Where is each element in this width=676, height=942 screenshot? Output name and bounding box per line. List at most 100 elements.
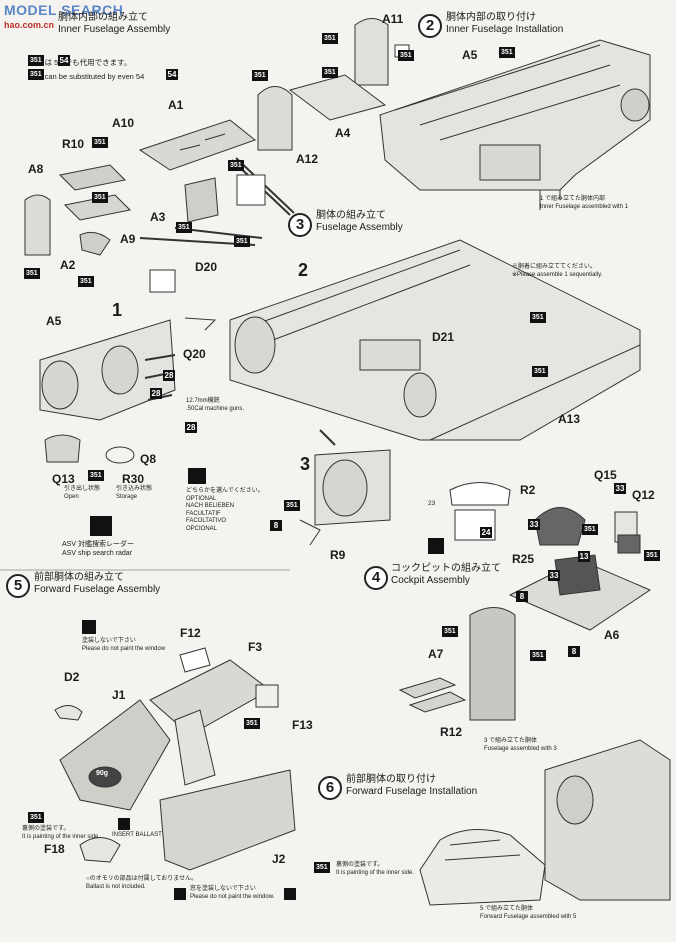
weight-label: 90g xyxy=(96,770,109,777)
step6-note-3: 3 で組み立てた胴体 Fuselage assembled with 3 xyxy=(484,738,557,753)
step6-note3-jp: 3 で組み立てた胴体 xyxy=(484,738,538,744)
no-paint-window-note-jp: 窓を塗装しないで下さい xyxy=(190,886,256,892)
star-icon xyxy=(428,538,444,554)
no-paint-icon xyxy=(82,620,96,634)
paint-badge-33: 33 xyxy=(528,519,540,530)
paint-badge-351: 351 xyxy=(92,192,108,203)
paint-badge-33: 33 xyxy=(548,570,560,581)
part-label-f13: F13 xyxy=(292,718,313,732)
paint-badge-8: 8 xyxy=(568,646,580,657)
part-label-f18: F18 xyxy=(44,842,65,856)
paint-badge-351: 351 xyxy=(228,160,244,171)
ballast-note-jp: ○のオモリの部品は付属しておりません。 xyxy=(86,876,198,882)
step3-note: ※胴着に組み立ててください。 ※Please assemble 1 sequen… xyxy=(512,264,602,279)
paint-badge-351: 351 xyxy=(28,55,44,66)
paint-badge-351: 351 xyxy=(314,862,330,873)
step4-heading: コックピットの組み立て Cockpit Assembly xyxy=(391,563,501,587)
part-label-r9: R9 xyxy=(330,548,346,562)
watermark-brand: MODEL SEARCH xyxy=(4,2,124,18)
step2-note-en: Inner Fuselage assembled with 1 xyxy=(540,203,629,210)
step5-heading: 前部胴体の組み立て Forward Fuselage Assembly xyxy=(34,572,160,596)
step-ref-2: 2 xyxy=(298,260,309,280)
step5-title-jp: 前部胴体の組み立て xyxy=(34,572,124,583)
step6-heading: 前部胴体の取り付け Forward Fuselage Installation xyxy=(346,774,477,798)
paint-badge-351: 351 xyxy=(532,366,548,377)
optional-note-es: OPCIONAL xyxy=(186,525,218,532)
optional-note-jp: どちらかを選んでください。 xyxy=(186,488,264,494)
mg-note: 12.7mm機銃 .50Cal machine guns. xyxy=(186,398,244,413)
paint-badge-351: 351 xyxy=(88,470,104,481)
substitution-note-jp: 351 は 54 でも代用できます。 xyxy=(30,58,132,67)
substitution-note: 351 は 54 でも代用できます。 351 can be substitute… xyxy=(30,56,144,84)
paint-badge-351: 351 xyxy=(92,137,108,148)
no-paint-window-note-en: Please do not paint the window. xyxy=(190,893,275,900)
step3-note-jp: ※胴着に組み立ててください。 xyxy=(512,264,596,270)
step3-note-en: ※Please assemble 1 sequentially. xyxy=(512,271,603,278)
paint-badge-23: 23 xyxy=(428,500,436,507)
paint-badge-351: 351 xyxy=(582,524,598,535)
paint-badge-8: 8 xyxy=(516,591,528,602)
paint-badge-351: 351 xyxy=(252,70,268,81)
part-label-a6: A6 xyxy=(604,628,620,642)
no-paint-note-en: Please do not paint the window xyxy=(82,645,166,652)
step1-heading: 胴体内部の組み立て Inner Fuselage Assembly xyxy=(58,12,170,36)
optional-note-en: OPTIONAL xyxy=(186,495,217,502)
no-paint-note-jp: 塗装しないで下さい xyxy=(82,638,136,644)
step6-title-jp: 前部胴体の取り付け xyxy=(346,774,436,785)
open-note-en: Open xyxy=(64,493,79,500)
optional-note-it: FACOLTATIVO xyxy=(186,518,227,524)
step5-title-en: Forward Fuselage Assembly xyxy=(34,584,161,595)
storage-note-en: Storage xyxy=(116,493,138,500)
paint-badge-351: 351 xyxy=(322,67,338,78)
no-paint-window-icon xyxy=(174,888,186,900)
storage-note-jp: 引き込み状態 xyxy=(116,486,153,492)
paint-badge-28: 28 xyxy=(163,370,175,381)
mg-note-en: .50Cal machine guns. xyxy=(186,405,245,412)
watermark-sub: hao.com.cn xyxy=(4,20,55,30)
step4-title-jp: コックピットの組み立て xyxy=(391,563,501,574)
paint-badge-351: 351 xyxy=(284,500,300,511)
paint-badge-28: 28 xyxy=(185,422,197,433)
step6-note5-en: Forward Fuselage assembled with 5 xyxy=(480,913,577,920)
part-label-r2: R2 xyxy=(520,483,536,497)
part-label-a13: A13 xyxy=(558,412,581,426)
step3-title-jp: 胴体の組み立て xyxy=(316,210,386,221)
step6-note5-jp: 5 で組み立てた胴体 xyxy=(480,906,534,912)
paint-badge-351: 351 xyxy=(24,268,40,279)
part-label-a3: A3 xyxy=(150,210,166,224)
step1-title-en: Inner Fuselage Assembly xyxy=(58,24,171,35)
paint-badge-351: 351 xyxy=(530,650,546,661)
part-label-q8: Q8 xyxy=(140,452,157,466)
insert-ballast-label: INSERT BALLAST xyxy=(112,832,162,838)
cement-icon xyxy=(284,888,296,900)
inner-side-note-2-en: It is painting of the inner side. xyxy=(336,869,415,876)
paint-badge-351: 351 xyxy=(398,50,414,61)
inner-side-note-jp: 裏側の塗装です。 xyxy=(22,826,70,832)
step2-note: 1 で組み立てた胴体内部 Inner Fuselage assembled wi… xyxy=(540,196,628,211)
step5-number: 5 xyxy=(6,574,30,598)
ballast-note-en: Ballast is not included. xyxy=(86,883,146,890)
part-label-d20: D20 xyxy=(195,260,218,274)
paint-badge-351: 351 xyxy=(244,718,260,729)
step2-heading: 胴体内部の取り付け Inner Fuselage Installation xyxy=(446,12,563,36)
step6-note-5: 5 で組み立てた胴体 Forward Fuselage assembled wi… xyxy=(480,906,576,921)
part-label-d2: D2 xyxy=(64,670,80,684)
inner-side-note-en: It is painting of the inner side. xyxy=(22,833,101,840)
step2-title-en: Inner Fuselage Installation xyxy=(446,24,564,35)
open-note: 引き出し状態 Open xyxy=(64,486,100,501)
part-label-f12: F12 xyxy=(180,626,201,640)
part-label-a4: A4 xyxy=(335,126,351,140)
part-label-q15: Q15 xyxy=(594,468,617,482)
part-label-a7: A7 xyxy=(428,647,444,661)
paint-badge-351: 351 xyxy=(442,626,458,637)
part-label-a12: A12 xyxy=(296,152,319,166)
storage-note: 引き込み状態 Storage xyxy=(116,486,152,501)
step2-number: 2 xyxy=(418,14,442,38)
step3-number: 3 xyxy=(288,213,312,237)
optional-note: どちらかを選んでください。 OPTIONAL NACH BELIEBEN FAC… xyxy=(186,488,264,533)
paint-badge-351: 351 xyxy=(322,33,338,44)
part-label-d21: D21 xyxy=(432,330,455,344)
paint-badge-54: 54 xyxy=(166,69,178,80)
step4-number: 4 xyxy=(364,566,388,590)
